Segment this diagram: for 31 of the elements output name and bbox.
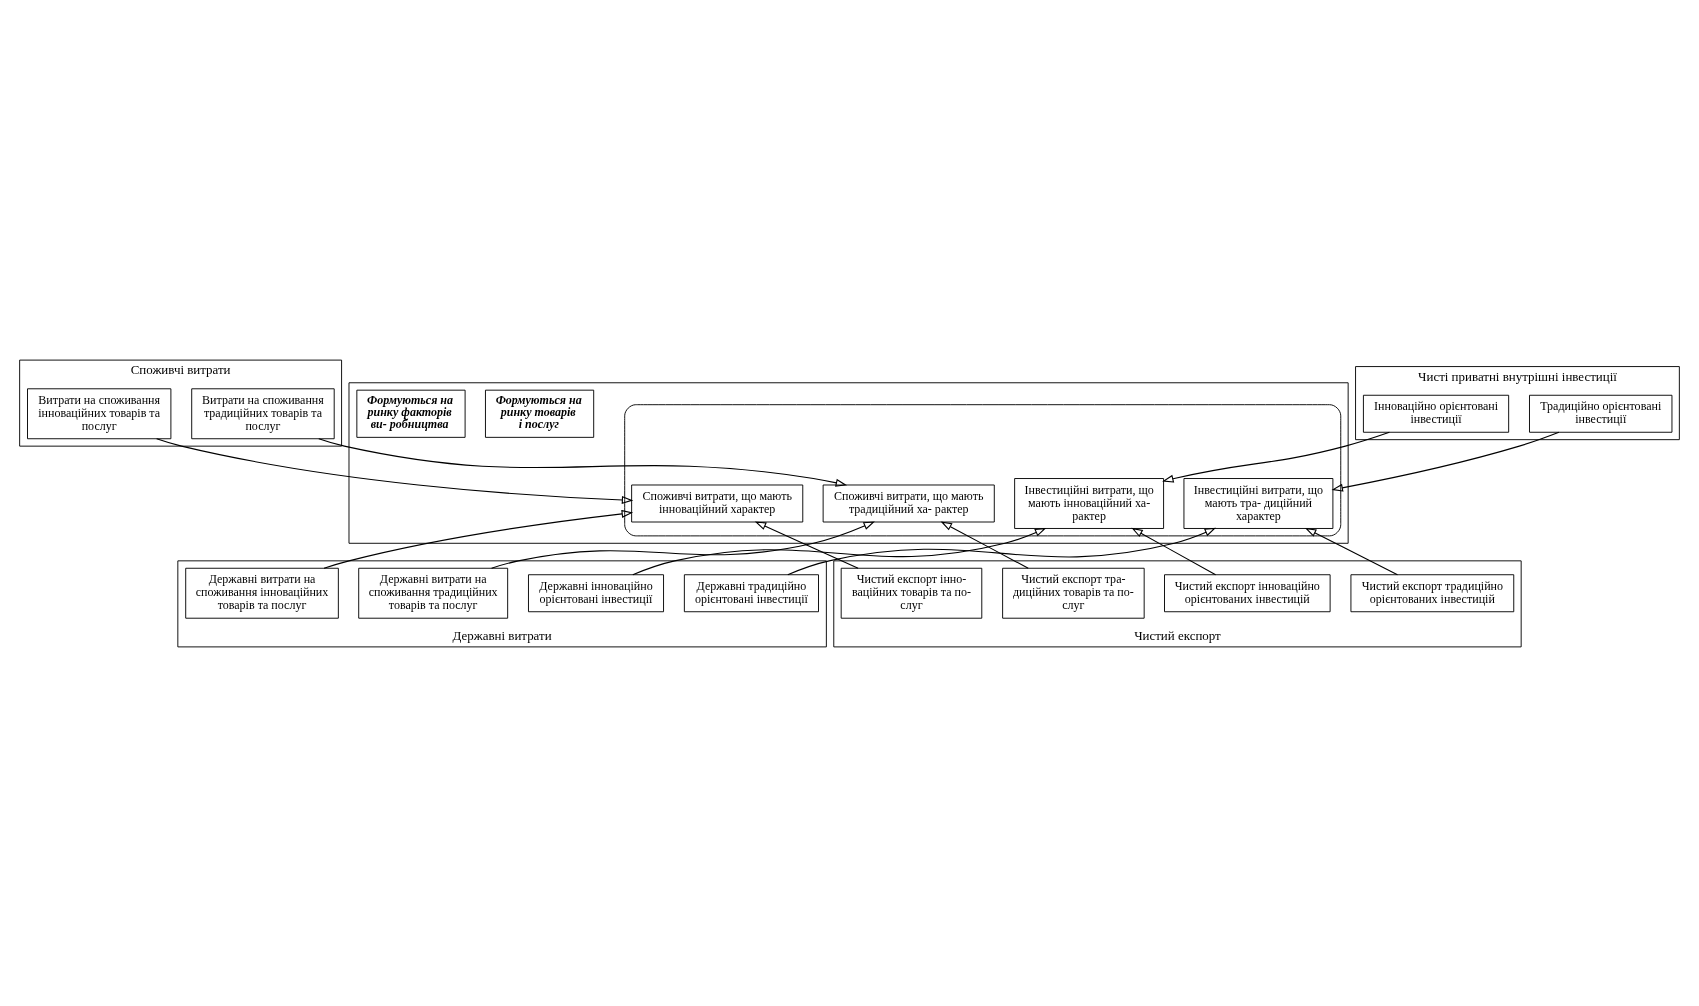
- node-box: Державні традиційно орієнтовані інвестиції: [683, 573, 819, 612]
- arrow: [632, 527, 1047, 575]
- node-box: Витрати на споживання традиційних товарів та послуг: [191, 387, 335, 439]
- node-box: Формуються на ринку товарів і послуг: [485, 389, 595, 438]
- node-box: Чистий експорт тра- диційних товарів та по- слуг: [1002, 567, 1145, 619]
- node-box: Чистий експорт інно- ваційних товарів та по- слуг: [840, 567, 983, 619]
- node-box: Споживчі витрати, що мають традиційний ха- рактер: [822, 484, 995, 522]
- cluster: [348, 381, 1349, 544]
- arrow: [787, 527, 1217, 575]
- node-box: Витрати на споживання інноваційних товарів та послуг: [27, 387, 172, 439]
- node-box: Традиційно орієнтовані інвестиції: [1529, 394, 1673, 433]
- arrow: [1131, 527, 1217, 575]
- node-box: Формуються на ринку факторів ви- робництва: [356, 389, 466, 438]
- arrow: [754, 520, 859, 569]
- node-box: Споживчі витрати, що мають інноваційний характер: [631, 484, 804, 522]
- node-box: Державні інноваційно орієнтовані інвестиції: [528, 573, 664, 612]
- arrow: [1331, 431, 1560, 492]
- arrow: [940, 520, 1029, 569]
- node-box: Чистий експорт традиційно орієнтованих інвестицій: [1350, 573, 1515, 612]
- node-box: Інвестиційні витрати, що мають інноваційний ха- рактер: [1014, 477, 1165, 529]
- arrow: [318, 437, 848, 487]
- arrow: [1304, 527, 1399, 575]
- node-box: Інноваційно орієнтовані інвестиції: [1362, 394, 1510, 433]
- node-box: Інвестиційні витрати, що мають тра- диційний характер: [1183, 477, 1334, 529]
- arrow: [1162, 431, 1390, 483]
- node-box: Чистий експорт інноваційно орієнтованих інвестицій: [1164, 573, 1331, 612]
- arrow: [491, 520, 875, 569]
- node-box: Державні витрати на споживання інноваційних товарів та послуг: [185, 567, 339, 619]
- arrow: [156, 437, 634, 504]
- arrow: [323, 509, 634, 569]
- node-box: Державні витрати на споживання традиційних товарів та послуг: [358, 567, 509, 619]
